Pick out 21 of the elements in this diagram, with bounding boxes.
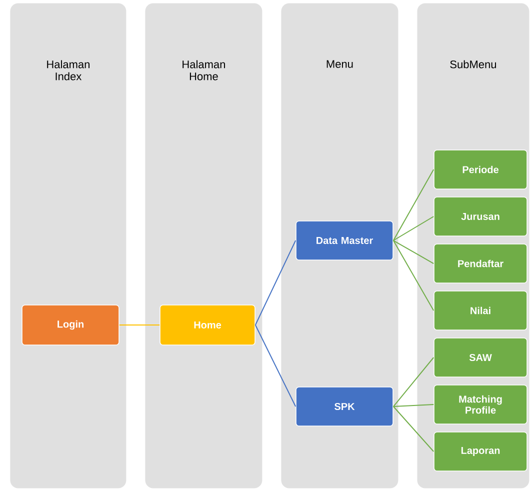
connector-line bbox=[392, 216, 434, 241]
menu-box: SPK bbox=[296, 386, 394, 426]
menu-box: Nilai bbox=[434, 290, 528, 330]
menu-box: Matching Profile bbox=[434, 384, 528, 424]
menu-box: Login bbox=[22, 304, 120, 346]
connector-line bbox=[118, 324, 160, 326]
menu-box: Laporan bbox=[434, 432, 528, 472]
menu-box: SAW bbox=[434, 338, 528, 378]
menu-box: Home bbox=[160, 304, 256, 346]
menu-box: Pendaftar bbox=[434, 244, 528, 284]
connector-line bbox=[392, 406, 434, 452]
connector-line bbox=[392, 169, 434, 241]
connector-line bbox=[254, 324, 296, 407]
menu-box: Data Master bbox=[296, 220, 394, 260]
connector-line bbox=[254, 240, 296, 326]
connector-line bbox=[392, 240, 434, 311]
menu-box: Periode bbox=[434, 150, 528, 190]
connector-line bbox=[392, 404, 434, 407]
menu-box: Jurusan bbox=[434, 196, 528, 236]
connector-line bbox=[392, 357, 434, 407]
connector-line bbox=[392, 240, 434, 264]
